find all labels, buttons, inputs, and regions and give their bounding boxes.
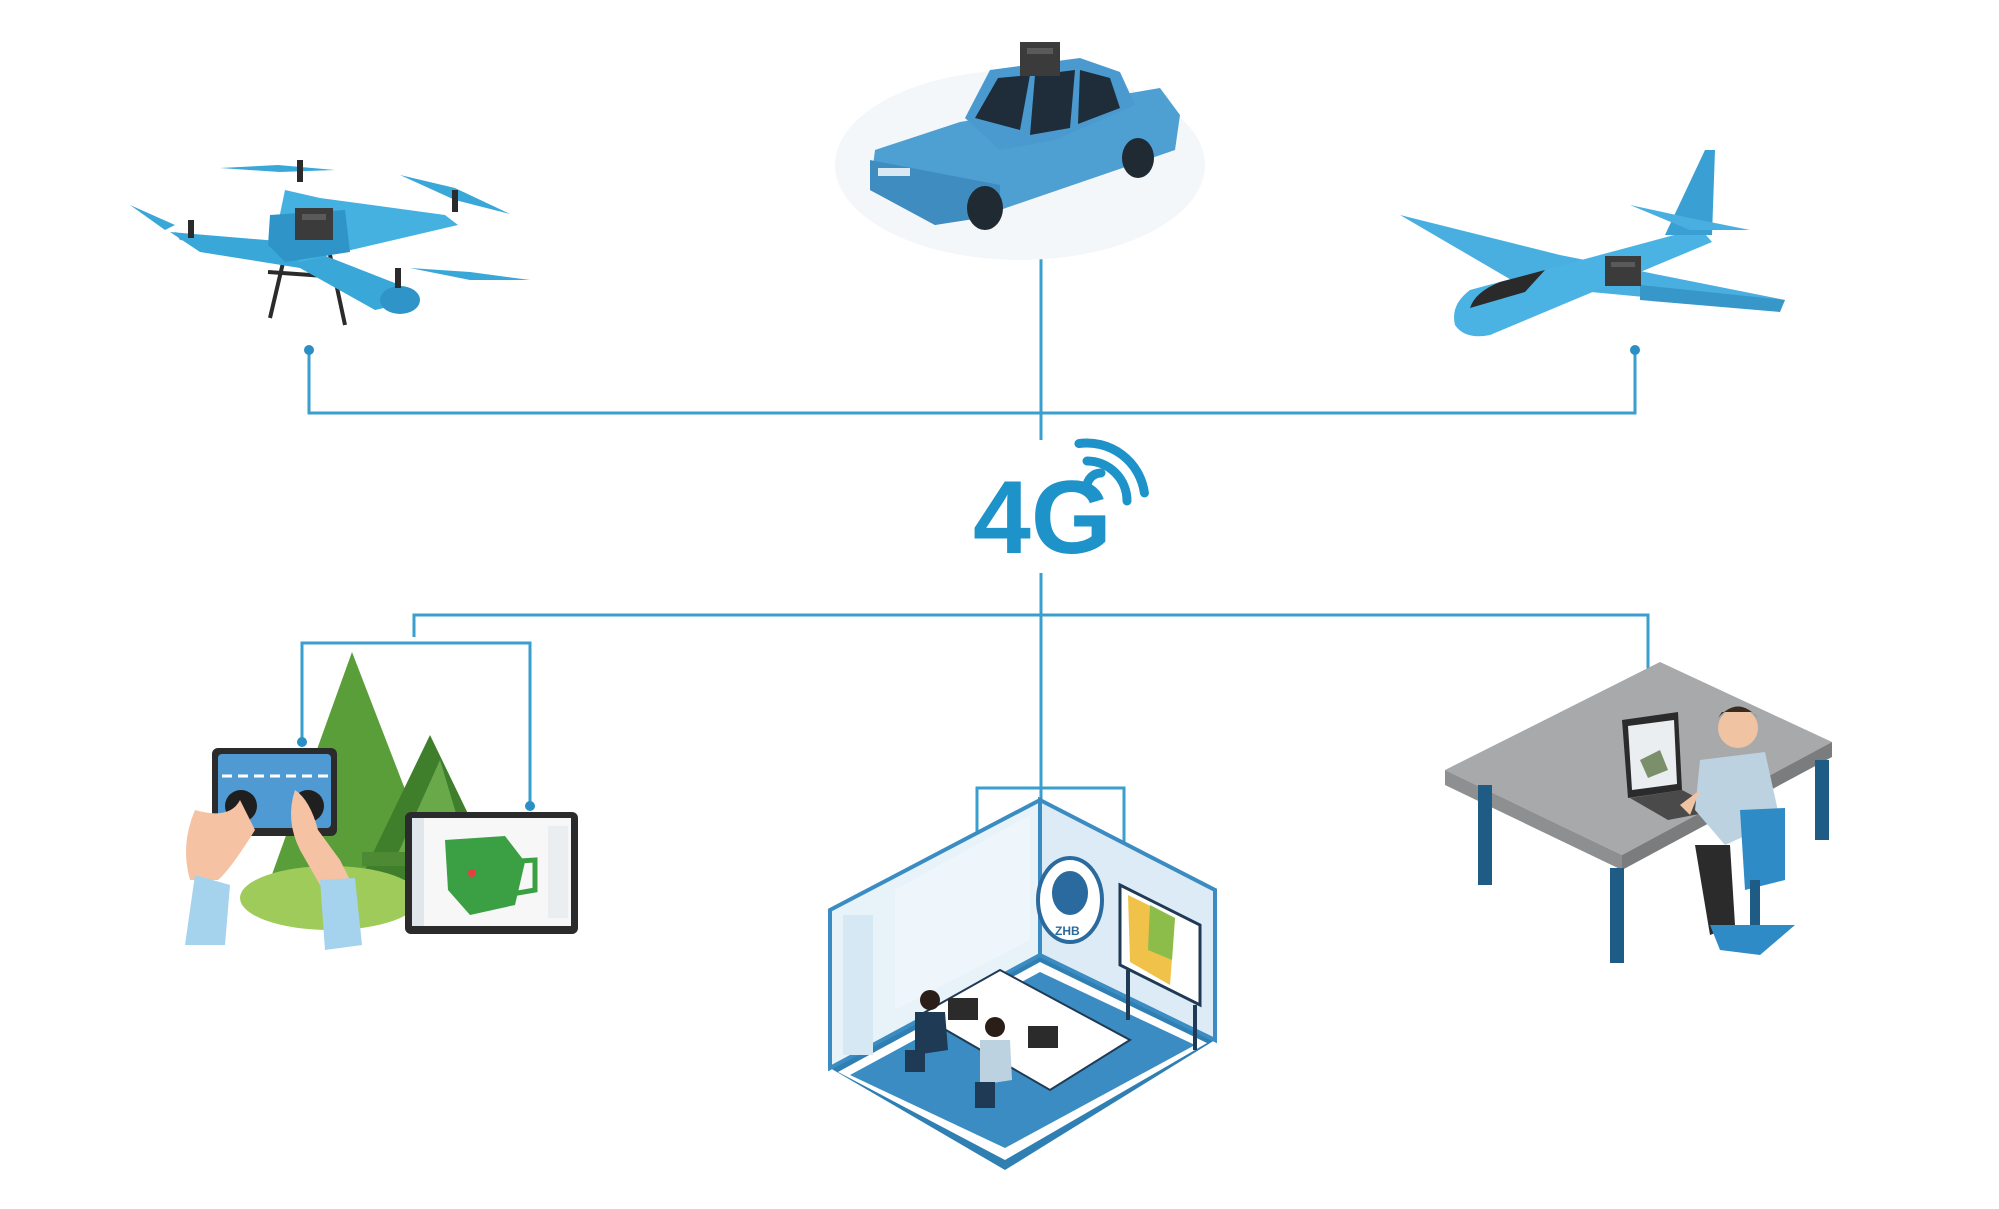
car-terminal-box [1020, 42, 1060, 76]
person-head [1718, 708, 1758, 748]
bottom-bus [412, 613, 1650, 720]
network-hub: 4G [973, 438, 1149, 576]
quadcopter-drone-icon [130, 160, 530, 326]
control-room-icon: ZHB [828, 796, 1217, 1170]
room-logo-letters: ZHB [1055, 924, 1080, 938]
airplane-terminal-box [1605, 256, 1641, 286]
drone-connector [307, 350, 1041, 415]
room-logo: ZHB [1036, 856, 1104, 944]
airplane-connector [1041, 350, 1637, 415]
drone-terminal-box [295, 208, 333, 240]
person-at-laptop-icon [1445, 662, 1832, 963]
map-board [1118, 882, 1202, 1050]
remote-controller-and-tablet-icon [185, 652, 578, 950]
controller-link [300, 641, 532, 806]
airplane-icon [1400, 150, 1785, 337]
car-icon [835, 42, 1205, 260]
wireless-signal-icon [1074, 438, 1149, 506]
